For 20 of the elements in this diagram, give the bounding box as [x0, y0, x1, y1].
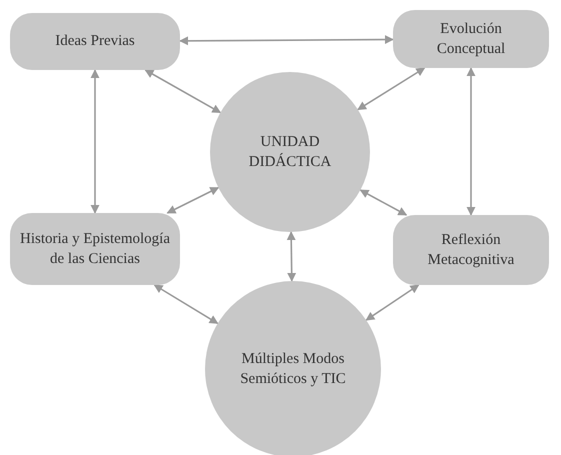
node-label: Múltiples Modos Semióticos y TIC — [239, 350, 347, 389]
double-arrow — [466, 67, 476, 216]
double-arrow — [144, 69, 222, 114]
double-arrow — [357, 67, 426, 110]
node-label: Ideas Previas — [55, 32, 135, 52]
double-arrow — [179, 35, 394, 46]
rounded-box — [10, 13, 180, 70]
rounded-box — [393, 215, 549, 285]
double-arrow — [166, 186, 220, 214]
node-label: Historia y Epistemología de las Ciencias — [19, 230, 171, 269]
double-arrow — [360, 189, 408, 216]
rounded-box — [393, 10, 549, 68]
rounded-box — [10, 213, 180, 285]
node-label: UNIDAD DIDÁCTICA — [248, 132, 332, 172]
double-arrow — [286, 231, 296, 282]
double-arrow — [154, 284, 218, 324]
double-arrow — [90, 69, 100, 214]
node-label: Evolución Conceptual — [436, 20, 506, 59]
node-label: Reflexión Metacognitiva — [426, 230, 516, 270]
double-arrow — [365, 284, 420, 321]
